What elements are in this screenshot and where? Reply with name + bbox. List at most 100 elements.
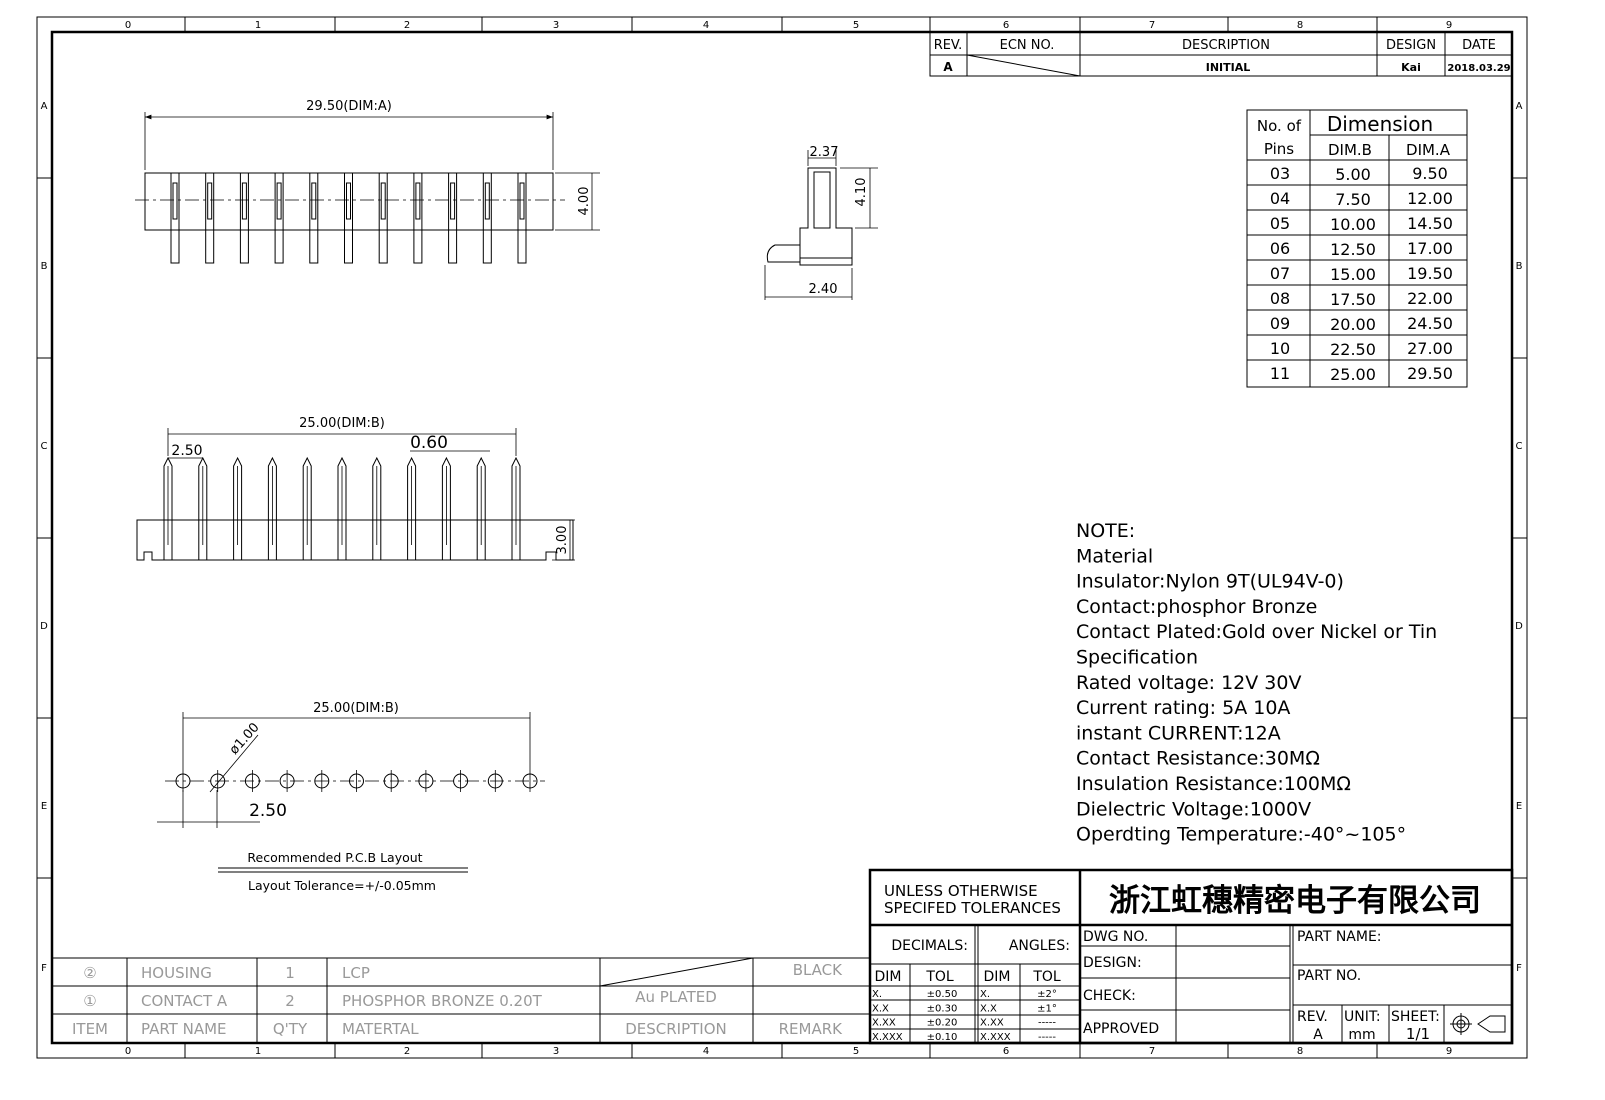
top-height-label: 4.00 bbox=[577, 187, 592, 216]
note-line: Contact:phosphor Bronze bbox=[1076, 596, 1317, 618]
zone-row-label: C bbox=[41, 441, 48, 452]
bom-item: ② bbox=[83, 964, 96, 982]
bom-header: DESCRIPTION bbox=[625, 1020, 727, 1038]
ecn-header: ECN NO. bbox=[1000, 38, 1055, 53]
note-line: Rated voltage: 12V 30V bbox=[1076, 672, 1302, 694]
front-pin-width-label: 0.60 bbox=[410, 433, 448, 453]
pin-count: 09 bbox=[1270, 314, 1290, 333]
bom-name: CONTACT A bbox=[141, 992, 228, 1010]
zone-row-label: C bbox=[1516, 441, 1523, 452]
check-label: CHECK: bbox=[1083, 988, 1136, 1004]
side-height-label: 4.10 bbox=[854, 178, 869, 207]
zone-row-label: F bbox=[41, 963, 47, 974]
zone-row-label: B bbox=[1516, 261, 1523, 272]
zone-column-label: 3 bbox=[553, 1046, 559, 1057]
dim-a-value: 29.50 bbox=[1407, 364, 1453, 383]
top-pin-slot bbox=[519, 182, 525, 220]
title-block: UNLESS OTHERWISE SPECIFED TOLERANCES 浙江虹… bbox=[868, 868, 1514, 1045]
dim-a-value: 24.50 bbox=[1407, 314, 1453, 333]
dim-b-value: 25.00 bbox=[1330, 365, 1376, 384]
top-pin-slot bbox=[276, 182, 282, 220]
note-line: Contact Resistance:30MΩ bbox=[1076, 748, 1320, 770]
top-pin bbox=[448, 172, 458, 264]
zone-row-label: D bbox=[40, 621, 48, 632]
angle-dim: X.X bbox=[980, 1003, 997, 1014]
dim-b-value: 17.50 bbox=[1330, 290, 1376, 309]
description-header: DESCRIPTION bbox=[1182, 38, 1270, 53]
side-width-label: 2.37 bbox=[810, 145, 839, 160]
date-header: DATE bbox=[1462, 38, 1496, 53]
angle-dim: X. bbox=[980, 989, 990, 1000]
decimal-dim: X.XXX bbox=[872, 1032, 903, 1043]
decimal-dim: X.X bbox=[872, 1003, 889, 1014]
dim-a-value: 9.50 bbox=[1412, 164, 1448, 183]
dim-a-header: DIM.A bbox=[1406, 141, 1451, 159]
rev-value: A bbox=[1313, 1027, 1323, 1043]
front-height-label: 3.00 bbox=[555, 526, 570, 555]
tolerance-title-2: SPECIFED TOLERANCES bbox=[884, 899, 1061, 917]
dim-a-value: 22.00 bbox=[1407, 289, 1453, 308]
zone-column-label: 8 bbox=[1297, 20, 1303, 31]
decimals-tol-header: TOL bbox=[925, 969, 954, 985]
pcb-dim-b-label: 25.00(DIM:B) bbox=[313, 701, 399, 716]
zone-column-label: 7 bbox=[1149, 1046, 1155, 1057]
dim-b-value: 10.00 bbox=[1330, 215, 1376, 234]
zone-column-label: 8 bbox=[1297, 1046, 1303, 1057]
bom-header: Q'TY bbox=[273, 1020, 308, 1038]
front-pin bbox=[302, 456, 312, 560]
tolerance-title-1: UNLESS OTHERWISE bbox=[884, 882, 1038, 900]
top-pin-slot bbox=[415, 182, 421, 220]
dim-a-value: 14.50 bbox=[1407, 214, 1453, 233]
dim-b-value: 15.00 bbox=[1330, 265, 1376, 284]
angle-dim: X.XXX bbox=[980, 1032, 1011, 1043]
decimals-dim-header: DIM bbox=[875, 969, 902, 985]
front-pin bbox=[441, 456, 451, 560]
front-pin bbox=[476, 456, 486, 560]
decimal-tol: ±0.20 bbox=[927, 1018, 958, 1029]
angle-tol: ±1° bbox=[1037, 1003, 1057, 1014]
bom-qty: 1 bbox=[285, 964, 295, 982]
top-pin bbox=[482, 172, 492, 264]
decimal-dim: X. bbox=[872, 989, 882, 1000]
pin-count: 10 bbox=[1270, 339, 1290, 358]
dim-a-value: 19.50 bbox=[1407, 264, 1453, 283]
pcb-layout-view: 25.00(DIM:B) ø1.00 2.50 Recommended P.C.… bbox=[157, 701, 545, 893]
top-view: 29.50(DIM:A) 4.00 bbox=[135, 99, 600, 264]
pin-count: 11 bbox=[1270, 364, 1290, 383]
angle-tol: ----- bbox=[1038, 1018, 1056, 1029]
top-pin-slot bbox=[311, 182, 317, 220]
top-pin-slot bbox=[380, 182, 386, 220]
bom-remark: BLACK bbox=[793, 961, 843, 979]
company-name: 浙江虹穗精密电子有限公司 bbox=[1109, 883, 1481, 919]
front-pin bbox=[163, 456, 173, 560]
rev-header: REV. bbox=[934, 38, 963, 53]
bom-header: ITEM bbox=[72, 1020, 108, 1038]
angle-tol: ----- bbox=[1038, 1032, 1056, 1043]
dim-a-value: 17.00 bbox=[1407, 239, 1453, 258]
top-pin bbox=[239, 172, 249, 264]
zone-row-label: D bbox=[1515, 621, 1523, 632]
note-line: Insulation Resistance:100MΩ bbox=[1076, 773, 1351, 795]
zone-column-label: 7 bbox=[1149, 20, 1155, 31]
design-header: DESIGN bbox=[1386, 38, 1436, 53]
zone-column-label: 2 bbox=[404, 20, 410, 31]
decimals-label: DECIMALS: bbox=[891, 938, 968, 954]
side-view: 2.37 4.10 2.40 bbox=[764, 145, 878, 300]
bom-material: LCP bbox=[342, 964, 370, 982]
zone-column-label: 0 bbox=[125, 20, 131, 31]
front-pin bbox=[372, 456, 382, 560]
bom-qty: 2 bbox=[285, 992, 295, 1010]
top-pin bbox=[274, 172, 284, 264]
front-pitch-label: 2.50 bbox=[171, 443, 202, 459]
hole-diameter-label: ø1.00 bbox=[227, 720, 263, 757]
